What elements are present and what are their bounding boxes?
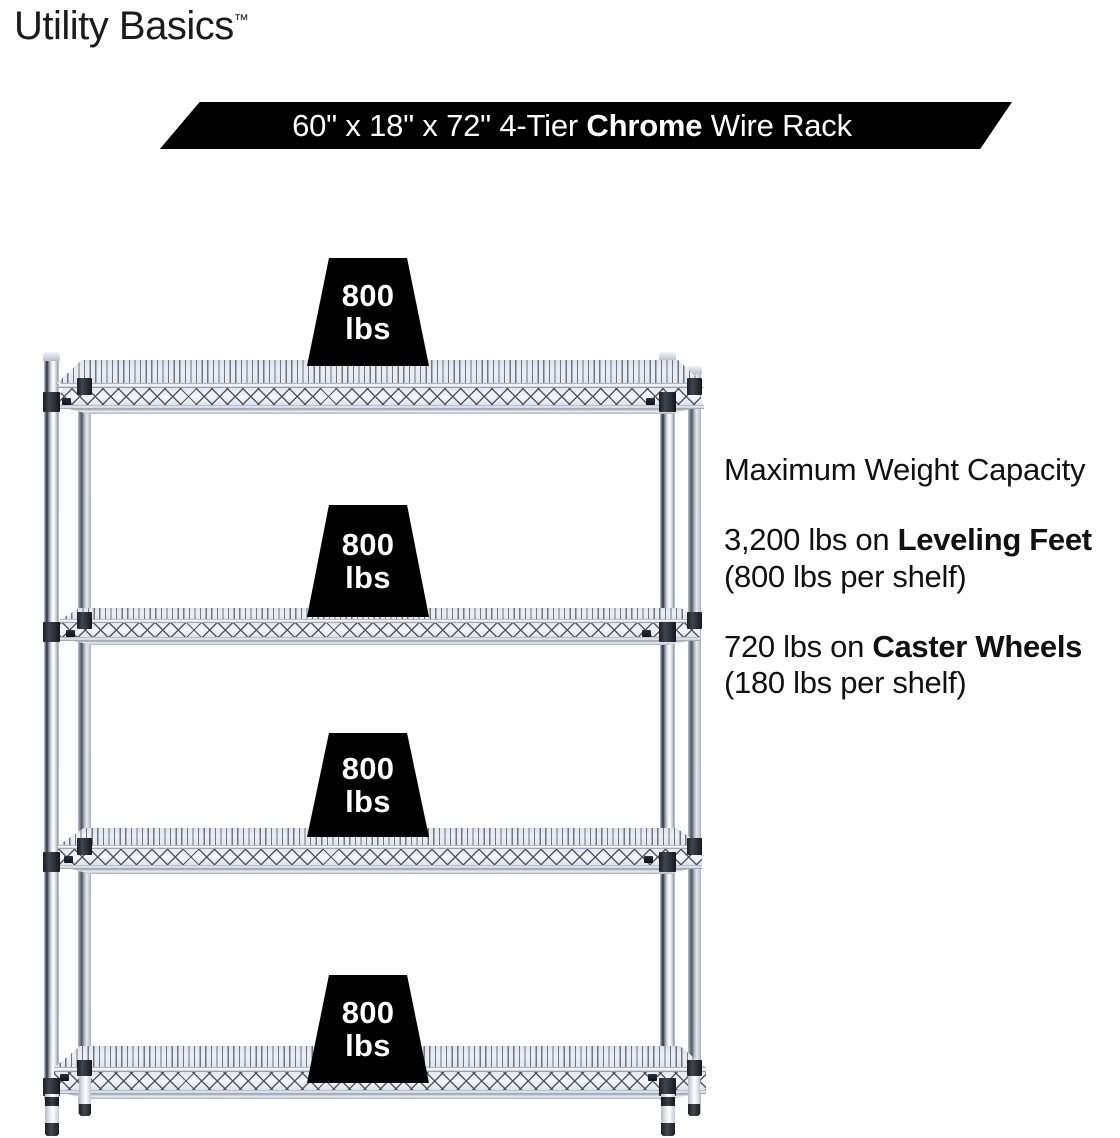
weight-badge-1-unit: lbs bbox=[345, 311, 391, 346]
rack-collar-front-left-3 bbox=[43, 852, 60, 872]
weight-badge-tier-3: 800 lbs bbox=[307, 733, 429, 837]
rack-collar-rear-right-2 bbox=[687, 612, 702, 629]
rack-collar-front-right-2 bbox=[659, 622, 676, 642]
shelf-2-rail-upper bbox=[60, 619, 700, 623]
shelf-1-truss bbox=[56, 388, 704, 405]
rack-post-rear-right bbox=[688, 372, 701, 1114]
product-title-banner: 60" x 18" x 72" 4-Tier Chrome Wire Rack bbox=[159, 102, 1012, 149]
rack-collar-front-right-4 bbox=[659, 1078, 676, 1096]
rack-shelf-1 bbox=[56, 360, 704, 422]
banner-emphasis: Chrome bbox=[586, 107, 703, 143]
info-heading: Maximum Weight Capacity bbox=[724, 452, 1086, 487]
weight-badge-2-value: 800 bbox=[341, 526, 395, 562]
rack-collar-front-left-1 bbox=[43, 392, 60, 412]
leveling-foot-rear-right-sleeve bbox=[688, 1076, 700, 1110]
weight-badge-tier-1: 800 lbs bbox=[307, 258, 429, 366]
shelf-2-rail-lower bbox=[60, 637, 700, 641]
rack-collar-rear-left-4 bbox=[77, 1060, 92, 1076]
trademark-symbol: ™ bbox=[233, 11, 249, 29]
shelf-1-clip-right bbox=[646, 398, 655, 405]
rack-post-cap-front-left bbox=[43, 352, 60, 361]
shelf-1-front-edge bbox=[68, 409, 692, 414]
leveling-foot-rear-right-tip bbox=[688, 1104, 700, 1116]
shelf-2-front-edge bbox=[72, 641, 688, 645]
caster-wheels-suffix: (180 lbs per shelf) bbox=[724, 665, 967, 701]
rack-post-cap-rear-right bbox=[687, 366, 702, 374]
shelf-1-rail-lower bbox=[56, 405, 704, 409]
shelf-3-rail-upper bbox=[58, 845, 702, 849]
shelf-3-rail-lower bbox=[58, 865, 702, 869]
shelf-1-rail-upper bbox=[56, 383, 704, 388]
banner-prefix: 60" x 18" x 72" 4-Tier bbox=[292, 107, 587, 143]
weight-capacity-info: Maximum Weight Capacity 3,200 lbs on Lev… bbox=[724, 452, 1120, 701]
shelf-2-clip-right bbox=[642, 630, 651, 637]
leveling-feet-prefix: 3,200 lbs on bbox=[724, 522, 898, 558]
shelf-3-clip-right bbox=[644, 856, 653, 863]
caster-wheels-emphasis: Caster Wheels bbox=[872, 628, 1083, 664]
wire-rack-illustration: 800 lbs 800 lbs 800 lbs 800 lbs bbox=[43, 258, 706, 1136]
rack-collar-rear-left-3 bbox=[77, 838, 92, 855]
rack-collar-rear-right-3 bbox=[687, 838, 702, 855]
rack-collar-front-left-2 bbox=[43, 622, 60, 642]
weight-badge-3-unit: lbs bbox=[345, 784, 391, 819]
rack-collar-rear-left-2 bbox=[77, 612, 92, 629]
leveling-foot-front-right-tip bbox=[661, 1123, 675, 1136]
product-title-text: 60" x 18" x 72" 4-Tier Chrome Wire Rack bbox=[292, 108, 852, 144]
weight-badge-tier-2: 800 lbs bbox=[307, 505, 429, 617]
rack-post-rear-left bbox=[78, 372, 91, 1114]
weight-badge-4-unit: lbs bbox=[345, 1028, 391, 1063]
info-paragraph-leveling-feet: 3,200 lbs on Leveling Feet (800 lbs per … bbox=[724, 522, 1120, 595]
weight-badge-4-value: 800 bbox=[341, 994, 395, 1030]
leveling-foot-front-left-tip bbox=[45, 1123, 59, 1136]
rack-shelf-3 bbox=[58, 828, 702, 880]
shelf-3-deck bbox=[58, 828, 702, 846]
leveling-foot-front-right-band bbox=[661, 1097, 675, 1106]
rack-collar-rear-left-1 bbox=[77, 378, 92, 395]
shelf-2-truss bbox=[60, 623, 700, 637]
shelf-4-clip-right bbox=[648, 1074, 657, 1081]
info-paragraph-caster-wheels: 720 lbs on Caster Wheels (180 lbs per sh… bbox=[724, 629, 1120, 702]
shelf-4-front-edge bbox=[67, 1094, 693, 1099]
rack-post-front-left bbox=[44, 358, 59, 1100]
rack-collar-front-right-1 bbox=[659, 392, 676, 412]
rack-post-front-right bbox=[660, 358, 675, 1100]
leveling-feet-emphasis: Leveling Feet bbox=[897, 522, 1093, 558]
shelf-1-clip-left bbox=[62, 398, 71, 405]
shelf-4-rail-lower bbox=[54, 1090, 706, 1094]
weight-badge-tier-4: 800 lbs bbox=[307, 975, 429, 1083]
banner-suffix: Wire Rack bbox=[702, 107, 852, 143]
shelf-2-clip-left bbox=[66, 630, 75, 637]
shelf-3-clip-left bbox=[64, 856, 73, 863]
rack-post-cap-front-right bbox=[659, 352, 676, 361]
shelf-3-truss bbox=[58, 849, 702, 865]
rack-collar-rear-right-1 bbox=[687, 378, 702, 395]
weight-badge-2-unit: lbs bbox=[345, 560, 391, 595]
rack-collar-rear-right-4 bbox=[687, 1060, 702, 1076]
leveling-foot-rear-left-sleeve bbox=[79, 1076, 91, 1110]
weight-badge-1-value: 800 bbox=[341, 277, 395, 313]
shelf-4-clip-left bbox=[60, 1074, 69, 1081]
brand-name: Utility Basics bbox=[14, 4, 234, 48]
rack-collar-front-left-4 bbox=[43, 1078, 60, 1096]
rack-collar-front-right-3 bbox=[659, 852, 676, 872]
leveling-feet-suffix: (800 lbs per shelf) bbox=[724, 558, 967, 594]
brand-title: Utility Basics™ bbox=[14, 4, 249, 49]
leveling-foot-rear-left-tip bbox=[79, 1104, 91, 1116]
leveling-foot-front-left-band bbox=[45, 1097, 59, 1106]
weight-badge-3-value: 800 bbox=[341, 750, 395, 786]
shelf-3-front-edge bbox=[70, 869, 690, 874]
caster-wheels-prefix: 720 lbs on bbox=[724, 628, 873, 664]
